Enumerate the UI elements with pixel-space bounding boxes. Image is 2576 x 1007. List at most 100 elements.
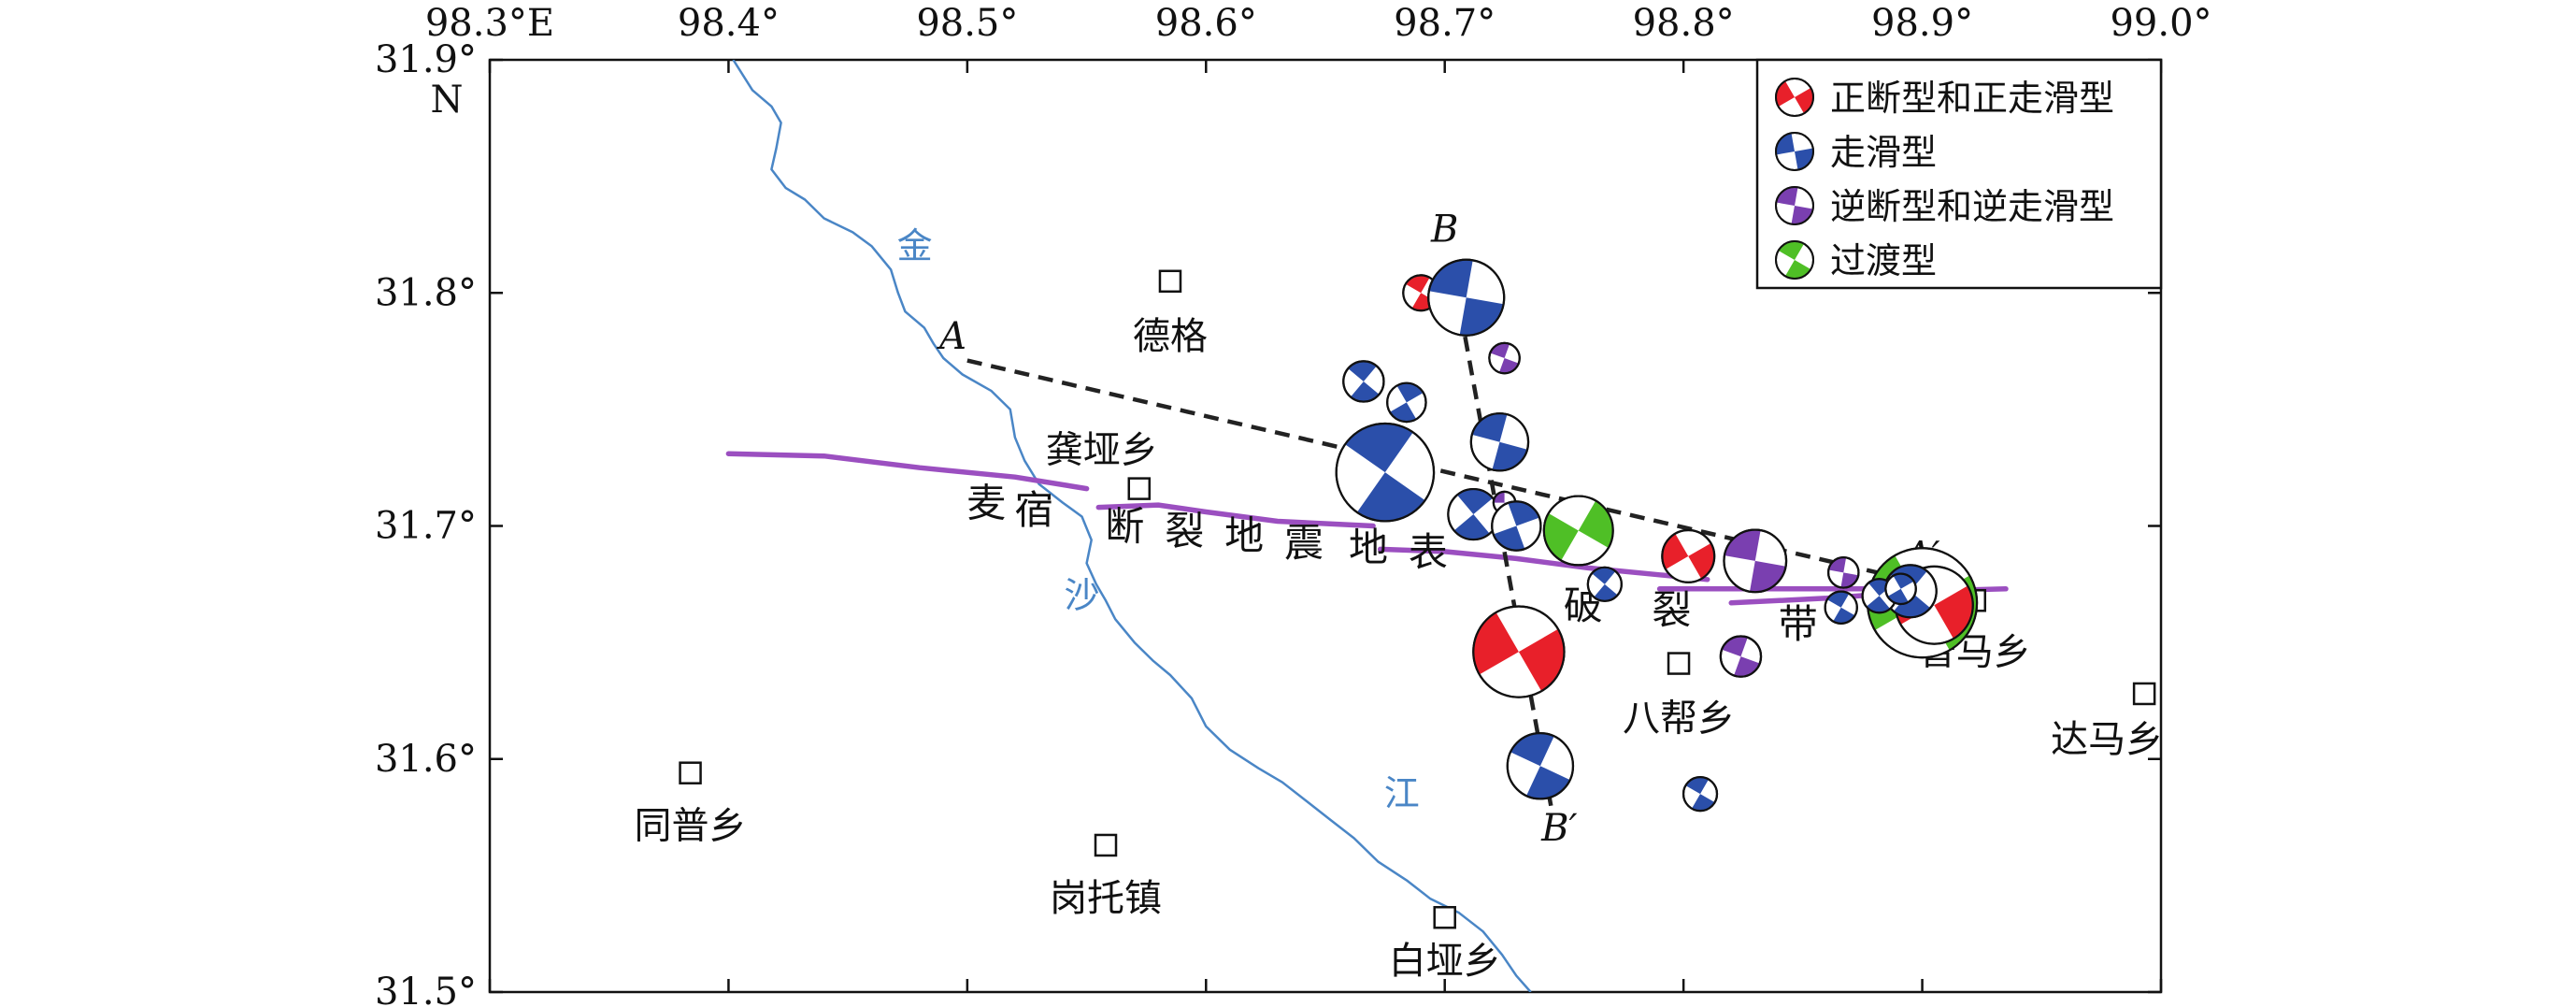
focal-mechanism [1824,590,1858,625]
compressional-quadrant [1828,557,1847,573]
town-marker [1158,269,1182,294]
focal-mechanism [1723,528,1788,594]
town-marker [2132,682,2156,706]
compressional-quadrant [1893,573,1914,589]
focal-mechanism [1682,776,1719,813]
focal-mechanism [1447,487,1500,541]
fault-zone-char: 裂 [1652,587,1691,633]
river-name-char: 沙 [1064,575,1099,616]
profile-start-label: B [1430,208,1458,251]
beachball-rim [1723,528,1788,594]
focal-mechanisms [1335,258,1979,813]
compressional-quadrant [1405,275,1430,294]
town-label: 白垭乡 [1389,940,1501,983]
compressional-quadrant [1348,361,1377,381]
x-tick-label: 98.9° [1871,2,1973,45]
compressional-quadrant [1778,241,1804,260]
north-label: N [431,79,464,122]
legend-label: 正断型和正走滑型 [1830,78,2114,119]
compressional-quadrant [1473,612,1519,675]
compressional-quadrant [1840,572,1859,588]
beachball-rim [1826,556,1860,589]
surface-rupture-zone [725,451,2009,606]
compressional-quadrant [1724,529,1761,561]
compressional-quadrant [1510,733,1554,767]
compressional-quadrant [1351,381,1380,402]
fault-zone-char: 带 [1779,601,1818,647]
beachball-rim [1586,566,1623,602]
fault-zone-char: 地 [1349,525,1388,570]
town-marker [679,761,702,784]
beachball-rim [1342,360,1385,403]
jinsha-river [732,60,1532,992]
compressional-quadrant [1833,607,1855,624]
town-label: 达马乡 [2051,718,2163,761]
compressional-quadrant [1594,583,1618,601]
compressional-quadrant [1692,794,1715,812]
river-name-char: 江 [1384,773,1420,814]
fault-zone-char: 地 [1224,512,1264,558]
focal-mechanism [1775,240,1814,280]
focal-mechanism [1661,528,1716,583]
compressional-quadrant [1459,297,1504,336]
fault-zone-char: 裂 [1165,508,1204,554]
focal-mechanism [1427,258,1506,337]
x-tick-label: 98.8° [1633,2,1735,45]
fault-zone-char: 宿 [1014,487,1053,533]
focal-mechanism [1542,495,1614,567]
compressional-quadrant [1776,186,1798,206]
focal-mechanism [1775,186,1814,225]
focal-mechanism [1826,556,1860,589]
compressional-quadrant [1662,533,1689,569]
beachball-rim [1506,732,1575,800]
focal-mechanism [1719,635,1763,678]
fault-trace [1095,502,1376,529]
compressional-quadrant [1526,766,1570,799]
fault-zone-char: 麦 [966,481,1006,526]
legend-box [1755,58,2163,290]
river-name-char: 金 [897,225,933,266]
y-tick-label: 31.9° [375,38,477,81]
compressional-quadrant [1428,259,1473,298]
compressional-quadrant [1518,628,1565,692]
y-tick-label: 31.6° [375,738,477,781]
compressional-quadrant [1826,591,1850,608]
town-marker [1667,652,1691,675]
beachball-rim [1775,132,1814,171]
beachball-rim [1719,635,1763,678]
compressional-quadrant [1453,514,1490,540]
beachball-rim [1386,381,1427,424]
beachball-rim [1682,776,1719,813]
compressional-quadrant [1934,585,1973,640]
focal-mechanism [1586,566,1623,602]
beachball-rim [1661,528,1716,583]
compressional-quadrant [1887,588,1909,604]
beachball-rim [1775,186,1814,225]
x-tick-label: 98.3°E [425,2,554,45]
legend-label: 过渡型 [1830,240,1937,281]
focal-mechanism [1488,341,1521,375]
fault-zone-char: 震 [1284,520,1324,566]
compressional-quadrant [1592,567,1616,584]
legend-label: 走滑型 [1830,132,1937,173]
compressional-quadrant [1396,382,1424,403]
town-label: 龚垭乡 [1046,429,1158,472]
compressional-quadrant [1345,423,1413,473]
focal-mechanism [1491,500,1542,552]
beachball-rim [1824,590,1858,625]
beachball-rim [1469,412,1530,472]
profile-end-label: B′ [1540,807,1577,850]
y-tick-label: 31.5° [375,971,477,1007]
town-label: 同普乡 [635,805,747,848]
fault-zone-char: 表 [1409,529,1448,575]
beachball-rim [1884,572,1917,606]
beachball-rim [1775,78,1814,117]
town-marker [1094,833,1118,857]
x-tick-label: 98.6° [1155,2,1257,45]
fault-trace [1377,546,1710,583]
compressional-quadrant [1893,591,1931,618]
focal-mechanism [1506,732,1575,800]
